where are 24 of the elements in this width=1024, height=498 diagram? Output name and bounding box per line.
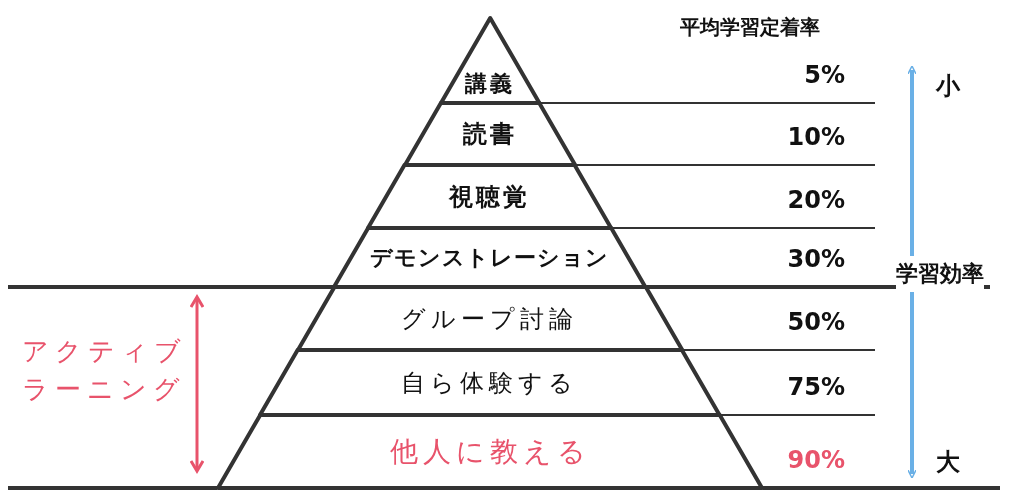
pyramid-layer	[297, 287, 683, 350]
pyramid-layer	[334, 228, 646, 287]
layer-label: 自ら体験する	[401, 367, 579, 399]
percentage-label: 10%	[786, 123, 845, 151]
scale-label: 大	[936, 447, 960, 478]
pyramid-layer	[260, 350, 720, 415]
scale-label: 小	[936, 71, 960, 102]
pyramid-layer	[368, 165, 612, 228]
layer-label: 視聴覚	[449, 181, 531, 213]
axis-label: 学習効率	[896, 256, 984, 292]
percentage-label: 5%	[803, 61, 845, 89]
layer-label: グループ討論	[401, 303, 579, 335]
layer-label: 講義	[465, 70, 515, 98]
percentage-label: 90%	[786, 446, 845, 474]
percentage-label: 20%	[786, 186, 845, 214]
layer-label: 読書	[463, 119, 517, 150]
pyramid-layer	[218, 415, 762, 488]
column-heading: 平均学習定着率	[680, 14, 820, 41]
percentage-label: 50%	[786, 308, 845, 336]
percentage-label: 75%	[786, 373, 845, 401]
layer-label: 他人に教える	[389, 433, 591, 470]
group-label: アクティブラーニング	[22, 335, 188, 406]
percentage-label: 30%	[786, 245, 845, 273]
layer-label: デモンストレーション	[370, 243, 610, 272]
